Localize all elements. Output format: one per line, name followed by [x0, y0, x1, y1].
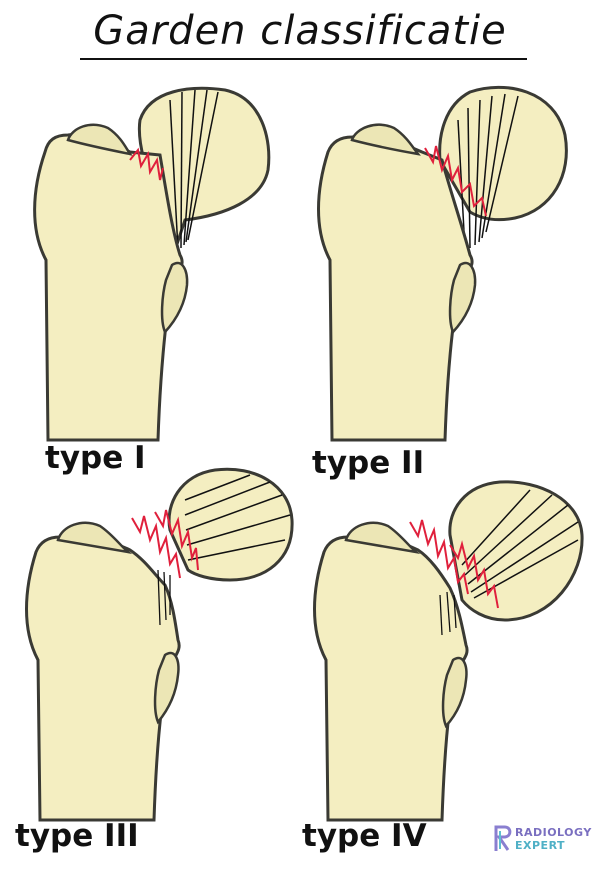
femur-type-2 — [317, 85, 568, 442]
panel-type-3: type III — [0, 460, 300, 890]
femoral-head — [448, 480, 584, 622]
femoral-shaft — [33, 132, 184, 442]
diagram-title: Garden classificatie — [93, 8, 507, 54]
title-underline — [80, 58, 527, 60]
fracture-line-proximal — [449, 540, 499, 609]
logo-text-radiology: RADIOLOGY — [515, 826, 592, 839]
greater-trochanter — [350, 123, 421, 156]
lesser-trochanter — [441, 656, 468, 729]
shaft-trabecular-lines — [439, 591, 457, 636]
radiology-assistant-logo: RADIOLOGY EXPERT — [493, 823, 593, 857]
panel-type-1: type I — [0, 80, 300, 510]
fracture-line — [424, 145, 487, 217]
type-label: type IV — [302, 818, 427, 854]
shaft-trabecular-lines — [157, 569, 171, 626]
trabecular-lines — [184, 474, 291, 561]
greater-trochanter — [66, 123, 133, 156]
femoral-shaft — [313, 534, 469, 822]
fracture-line-distal — [131, 515, 181, 579]
femur-type-4 — [313, 480, 584, 822]
lesser-trochanter — [153, 651, 180, 725]
type-label: type I — [45, 440, 146, 476]
type-label: type II — [312, 445, 425, 481]
fracture-line-distal — [409, 519, 469, 595]
femur-type-1 — [33, 86, 271, 442]
lesser-trochanter — [448, 261, 477, 335]
type-label: type III — [15, 818, 139, 854]
greater-trochanter — [344, 521, 421, 554]
panel-type-4: type IV — [290, 460, 590, 890]
logo-text-expert: EXPERT — [515, 839, 566, 852]
greater-trochanter — [56, 521, 133, 554]
fracture-line-proximal — [154, 509, 199, 571]
femoral-shaft — [317, 135, 474, 442]
panel-type-2: type II — [290, 80, 590, 510]
lesser-trochanter — [160, 261, 189, 335]
femoral-head — [167, 467, 294, 582]
logo-mark-icon — [494, 825, 512, 851]
femur-type-3 — [25, 467, 294, 822]
fracture-line — [129, 147, 164, 181]
